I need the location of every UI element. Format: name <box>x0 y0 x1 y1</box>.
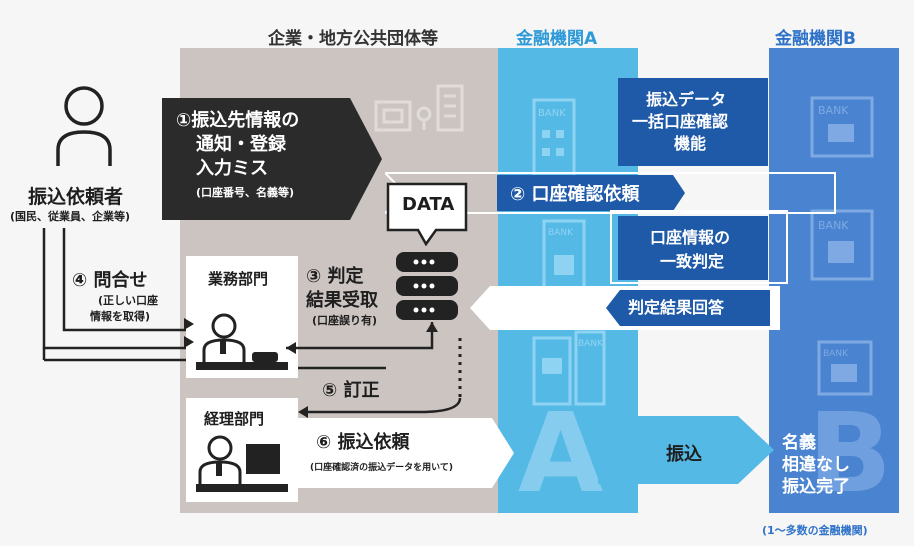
result-label: 判定結果回答 <box>628 298 725 317</box>
step3-note: (口座誤り有) <box>312 314 378 327</box>
step1-arrow-shape <box>162 98 382 220</box>
accounting-dept-label: 経理部門 <box>204 410 265 428</box>
match-frame <box>610 210 788 284</box>
database-icon <box>396 252 458 320</box>
bulk-check-box <box>618 78 768 166</box>
business-dept-label: 業務部門 <box>208 270 269 288</box>
result-arrow-shape <box>470 286 780 330</box>
worker-computer-icon <box>196 435 288 492</box>
bulk-check-line1: 振込データ <box>646 90 727 109</box>
requester-title: 振込依頼者 <box>28 186 124 208</box>
data-callout-shape <box>386 182 468 247</box>
person-icon <box>56 86 112 166</box>
data-label: DATA <box>402 194 455 215</box>
bulk-check-line2: 一括口座確認 <box>632 112 729 131</box>
step6-line1: ⑥ 振込依頼 <box>316 432 410 453</box>
step5-label: ⑤ 訂正 <box>322 380 380 401</box>
match-box <box>618 216 768 280</box>
step4-line1: ④ 問合せ <box>72 270 148 291</box>
step6-note: (口座確認済の振込データを用いて) <box>310 463 453 473</box>
bank-label: BANK <box>578 339 604 349</box>
bank-a-big-letter: A <box>518 389 604 517</box>
header-bank-b: 金融機関B <box>775 29 856 49</box>
step3-line1: ③ 判定 <box>306 266 364 287</box>
bank-label: BANK <box>823 349 849 359</box>
requester-subtitle: (国民、従業員、企業等) <box>10 210 131 223</box>
bank-label: BANK <box>548 228 574 238</box>
step3-line2: 結果受取 <box>306 290 378 311</box>
bank-label: BANK <box>818 104 849 117</box>
transfer-arrow-shape <box>598 416 774 484</box>
header-org: 企業・地方公共団体等 <box>268 29 438 49</box>
step2-label: ② 口座確認依頼 <box>510 184 640 205</box>
transfer-label: 振込 <box>666 444 702 465</box>
step1-line2: 通知・登録 <box>196 134 286 155</box>
step1-line3: 入力ミス <box>196 158 268 179</box>
bank-b-big-letter: B <box>808 389 892 517</box>
bank-label: BANK <box>538 108 566 119</box>
bank-b-building-icon: BANK <box>810 209 874 281</box>
step1-note: (口座番号、名義等) <box>196 186 295 199</box>
match-line1: 口座情報の <box>650 228 731 247</box>
step6-arrow-shape <box>296 418 514 488</box>
footnote: (1～多数の金融機関) <box>762 524 868 537</box>
bulk-check-line3: 機能 <box>674 134 707 153</box>
step1-line1: ①振込先情報の <box>176 110 300 131</box>
match-line2: 一致判定 <box>660 252 725 271</box>
bank-b-building-icon: BANK <box>817 340 873 396</box>
step4-note1: (正しい口座 <box>98 294 159 307</box>
bank-a-building-icon: BANK <box>532 330 606 406</box>
bank-b-building-icon: BANK <box>810 96 874 158</box>
bank-label: BANK <box>818 219 849 232</box>
worker-phone-icon <box>196 313 288 370</box>
step4-note2: 情報を取得) <box>90 310 151 323</box>
header-bank-a: 金融機関A <box>516 29 598 49</box>
bank-b-result-line1: 名義 <box>782 433 816 453</box>
building-icon <box>374 84 464 132</box>
bank-b-result-line2: 相違なし <box>782 455 850 475</box>
bank-b-result-line3: 振込完了 <box>782 477 850 497</box>
